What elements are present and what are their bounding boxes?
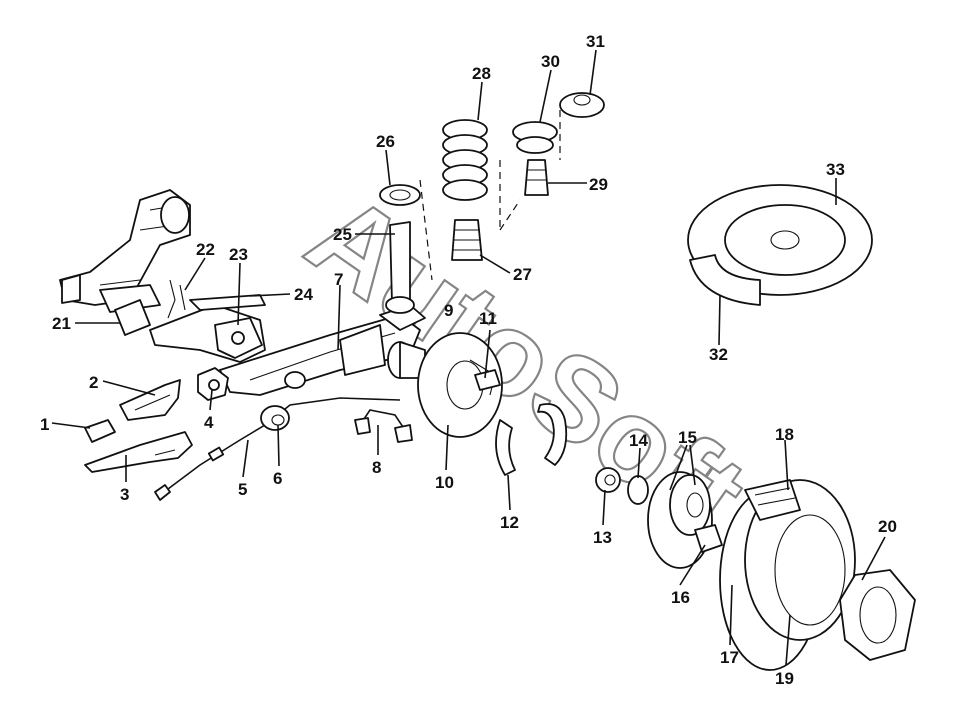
leader-lines	[51, 49, 886, 666]
road-wheel	[719, 479, 856, 671]
callout-10: 10	[435, 473, 454, 492]
coil-spring	[442, 119, 488, 201]
callout-31: 31	[586, 32, 605, 51]
callout-15: 15	[678, 428, 697, 447]
axle-bushing	[197, 367, 229, 401]
callout-29: 29	[589, 175, 608, 194]
callout-13: 13	[593, 528, 612, 547]
callout-1: 1	[40, 415, 49, 434]
trailing-arm-bracket	[114, 279, 266, 363]
callout-24: 24	[294, 285, 313, 304]
brake-backing-plate	[417, 332, 503, 438]
top-mount	[559, 92, 605, 118]
callout-16: 16	[671, 588, 690, 607]
callout-8: 8	[372, 458, 381, 477]
spring-seat	[379, 184, 421, 206]
callout-5: 5	[238, 480, 247, 499]
callout-labels: 1 2 3 4 5 6 7 8 9 10 11 12 13 14 15 16 1…	[40, 32, 897, 688]
callout-9: 9	[444, 301, 453, 320]
callout-7: 7	[334, 270, 343, 289]
callout-32: 32	[709, 345, 728, 364]
callout-30: 30	[541, 52, 560, 71]
callout-11: 11	[479, 309, 497, 328]
callout-2: 2	[89, 373, 98, 392]
wheel-hub	[694, 524, 723, 553]
upper-spring-seat	[512, 121, 558, 154]
callout-26: 26	[376, 132, 395, 151]
cable-bushing	[260, 405, 290, 431]
callout-6: 6	[273, 469, 282, 488]
parking-brake-lever	[84, 431, 193, 473]
rear-axle-beam	[219, 304, 426, 396]
callout-28: 28	[472, 64, 491, 83]
callout-21: 21	[52, 314, 71, 333]
shock-absorber	[385, 221, 415, 314]
callout-22: 22	[196, 240, 215, 259]
spare-tyre	[687, 184, 873, 306]
wheel-trim	[839, 569, 916, 661]
callout-4: 4	[204, 413, 214, 432]
callout-14: 14	[629, 431, 648, 450]
brake-drum	[647, 471, 713, 569]
callout-3: 3	[120, 485, 129, 504]
callout-19: 19	[775, 669, 794, 688]
subframe	[59, 189, 191, 313]
mounting-bracket	[119, 379, 181, 421]
rubber-block	[84, 419, 116, 443]
brake-shoes	[495, 403, 568, 476]
callout-23: 23	[229, 245, 248, 264]
callout-18: 18	[775, 425, 794, 444]
wheel-cylinder	[474, 369, 501, 391]
axle-nut	[595, 467, 621, 493]
stop-rubber	[524, 159, 549, 196]
brake-hose	[354, 409, 413, 443]
callout-12: 12	[500, 513, 519, 532]
callout-27: 27	[513, 265, 532, 284]
stub-axle	[387, 341, 426, 379]
callout-33: 33	[826, 160, 845, 179]
callout-17: 17	[720, 648, 739, 667]
assembly-lines	[419, 110, 561, 281]
callout-25: 25	[333, 225, 352, 244]
bump-stop	[451, 219, 483, 261]
callout-20: 20	[878, 517, 897, 536]
wheel-bearing	[627, 475, 649, 505]
